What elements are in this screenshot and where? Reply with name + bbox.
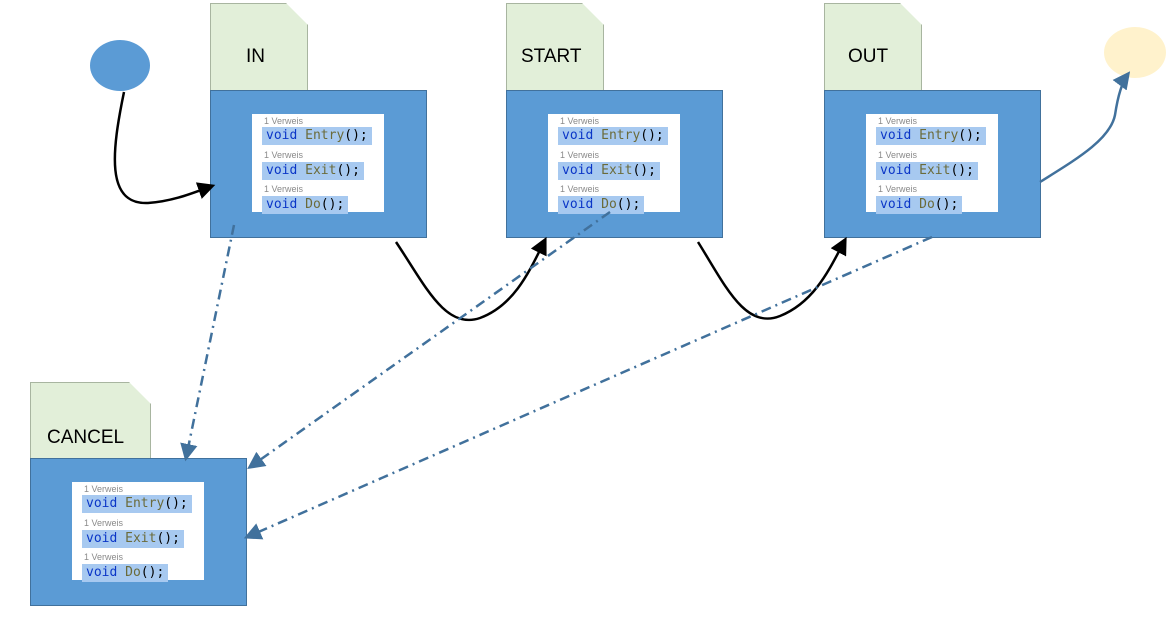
transition-out-to-cancel xyxy=(243,235,933,540)
state-label-start: START xyxy=(521,46,582,67)
state-label-in: IN xyxy=(246,46,265,67)
reference-count: 1 Verweis xyxy=(878,150,918,160)
final-state-node xyxy=(1104,27,1166,78)
reference-count: 1 Verweis xyxy=(560,150,600,160)
state-tab-in xyxy=(210,3,308,103)
method-entry: void Entry(); xyxy=(558,127,668,145)
method-entry: void Entry(); xyxy=(876,127,986,145)
state-label-cancel: CANCEL xyxy=(47,427,125,448)
reference-count: 1 Verweis xyxy=(84,518,124,528)
transition-initial-to-in xyxy=(113,91,216,205)
reference-count: 1 Verweis xyxy=(84,552,124,562)
method-exit: void Exit(); xyxy=(262,162,364,180)
transition-in-to-start xyxy=(394,236,547,322)
state-tab-out xyxy=(824,3,922,103)
code-block-start: 1 Verweis void Entry(); 1 Verweis void E… xyxy=(548,114,680,214)
reference-count: 1 Verweis xyxy=(878,116,918,126)
reference-count: 1 Verweis xyxy=(878,184,918,194)
code-block-in: 1 Verweis void Entry(); 1 Verweis void E… xyxy=(252,114,384,214)
method-do: void Do(); xyxy=(262,196,349,214)
method-exit: void Exit(); xyxy=(876,162,978,180)
state-label-out: OUT xyxy=(848,46,889,67)
method-entry: void Entry(); xyxy=(82,495,192,513)
method-do: void Do(); xyxy=(876,196,963,214)
reference-count: 1 Verweis xyxy=(264,150,304,160)
method-do: void Do(); xyxy=(82,564,169,582)
code-block-cancel: 1 Verweis void Entry(); 1 Verweis void E… xyxy=(72,482,204,582)
transition-start-to-out xyxy=(696,236,847,320)
method-exit: void Exit(); xyxy=(82,530,184,548)
reference-count: 1 Verweis xyxy=(264,116,304,126)
reference-count: 1 Verweis xyxy=(264,184,304,194)
method-do: void Do(); xyxy=(558,196,645,214)
transition-in-to-cancel xyxy=(180,224,236,462)
method-exit: void Exit(); xyxy=(558,162,660,180)
initial-state-node xyxy=(90,40,150,91)
reference-count: 1 Verweis xyxy=(560,184,600,194)
method-entry: void Entry(); xyxy=(262,127,372,145)
code-block-out: 1 Verweis void Entry(); 1 Verweis void E… xyxy=(866,114,998,214)
reference-count: 1 Verweis xyxy=(560,116,600,126)
transition-out-to-final xyxy=(1039,71,1131,184)
transition-start-to-cancel xyxy=(247,210,611,470)
reference-count: 1 Verweis xyxy=(84,484,124,494)
